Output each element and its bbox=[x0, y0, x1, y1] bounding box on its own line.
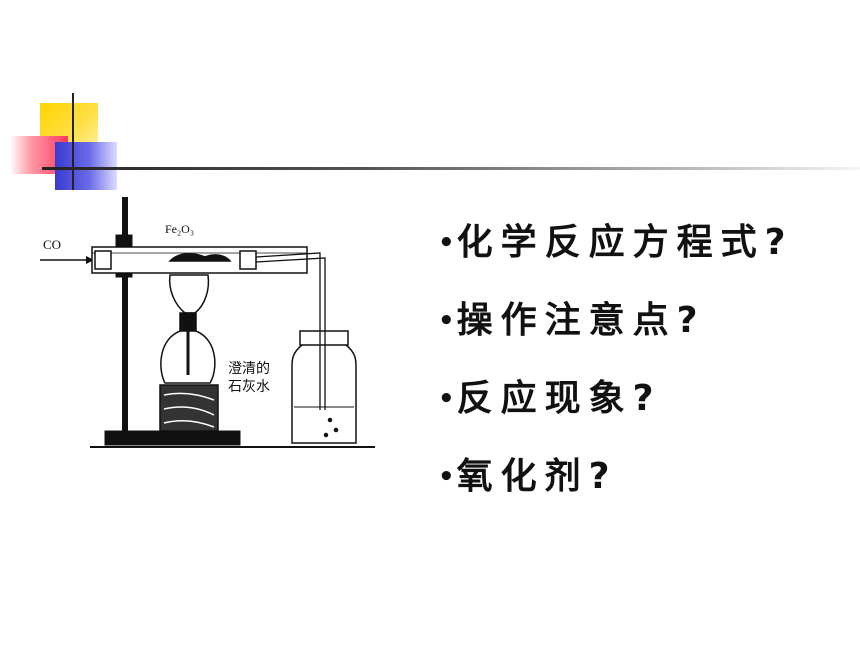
outlet-tube bbox=[255, 252, 326, 410]
alcohol-lamp bbox=[159, 274, 219, 432]
limewater-label-line1: 澄清的 bbox=[228, 361, 270, 377]
list-item: •操作注意点? bbox=[438, 292, 794, 370]
list-item: •反应现象? bbox=[438, 370, 794, 448]
co-label: CO bbox=[43, 237, 61, 252]
ornament-vertical-line bbox=[72, 93, 74, 190]
title-divider-line bbox=[42, 167, 860, 170]
ornament-blue-square bbox=[55, 142, 117, 190]
experiment-apparatus-diagram: CO Fe₂O₃ 澄清的 石灰水 bbox=[40, 197, 375, 448]
question-text: 氧化剂? bbox=[456, 456, 618, 497]
list-item: •化学反应方程式? bbox=[438, 214, 794, 292]
question-text: 反应现象? bbox=[456, 378, 662, 419]
question-list: •化学反应方程式? •操作注意点? •反应现象? •氧化剂? bbox=[438, 214, 794, 526]
limewater-bottle bbox=[291, 330, 357, 444]
list-item: •氧化剂? bbox=[438, 448, 794, 526]
limewater-label-line2: 石灰水 bbox=[228, 379, 270, 395]
question-text: 操作注意点? bbox=[456, 300, 706, 341]
bullet-icon: • bbox=[438, 384, 455, 414]
question-text: 化学反应方程式? bbox=[456, 222, 794, 263]
title-ornament bbox=[0, 0, 860, 200]
fe2o3-label: Fe₂O₃ bbox=[165, 222, 194, 236]
iron-stand bbox=[90, 197, 375, 448]
reaction-tube bbox=[91, 246, 308, 274]
co-inlet: CO bbox=[40, 237, 94, 264]
bullet-icon: • bbox=[438, 306, 455, 336]
bullet-icon: • bbox=[438, 228, 455, 258]
bullet-icon: • bbox=[438, 462, 455, 492]
